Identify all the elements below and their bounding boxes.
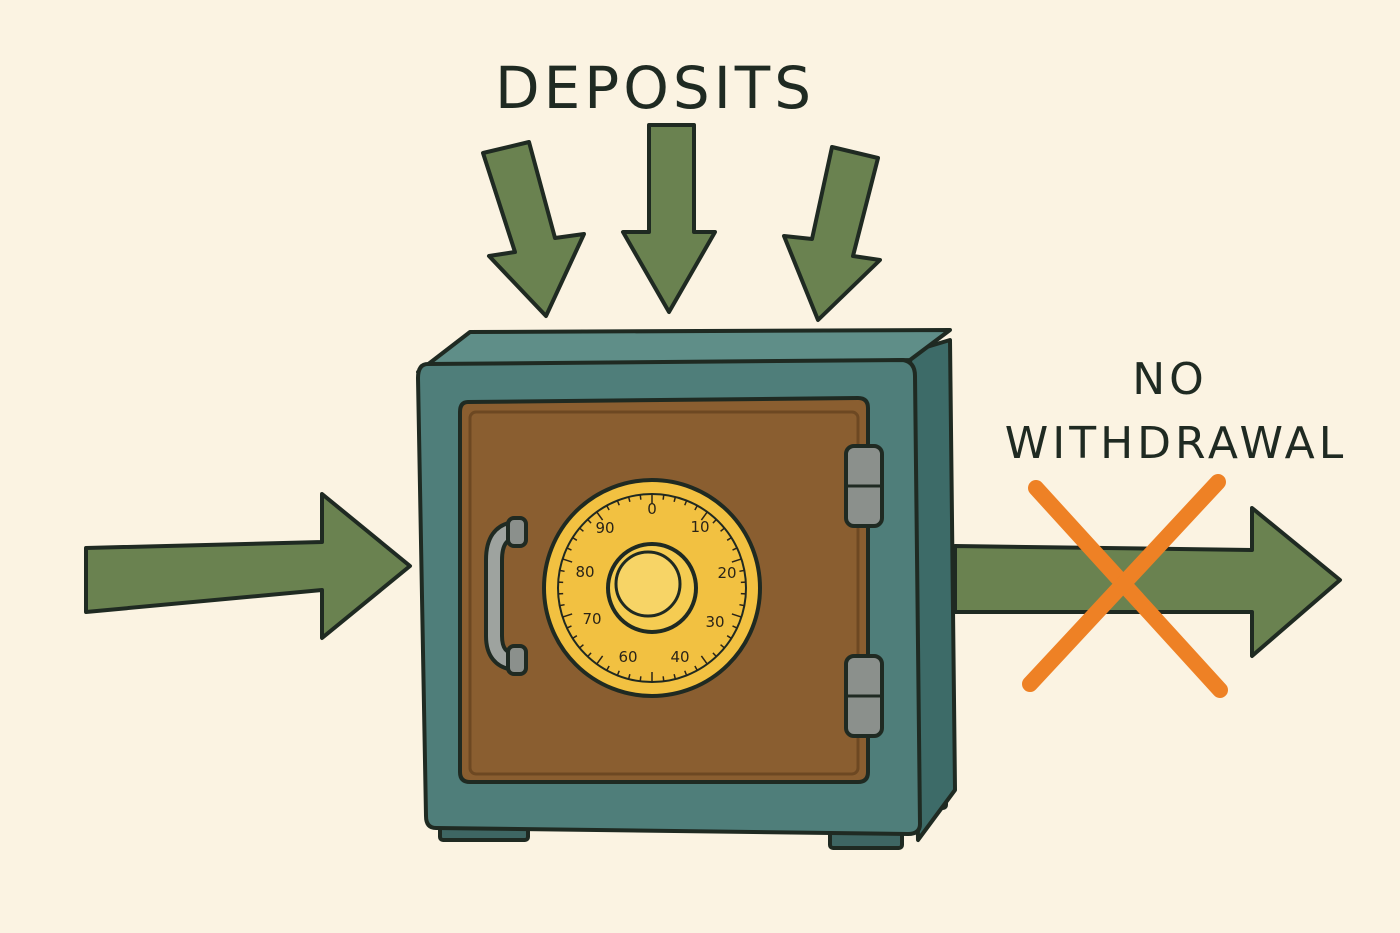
dial-tick bbox=[726, 536, 732, 541]
dial-number-0: 0 bbox=[647, 500, 657, 518]
withdrawal-label: WITHDRAWAL bbox=[1005, 418, 1348, 469]
safe-hinges bbox=[844, 444, 884, 738]
dial-tick bbox=[566, 547, 572, 551]
dial-tick bbox=[572, 635, 578, 640]
deposit-arrow-right-icon bbox=[782, 145, 882, 322]
deposit-arrows bbox=[481, 123, 882, 322]
dial-tick bbox=[720, 527, 725, 532]
dial-tick bbox=[572, 536, 578, 541]
dial-tick bbox=[596, 511, 604, 521]
dial-number-10: 10 bbox=[690, 518, 709, 536]
dial-knob-center bbox=[614, 550, 682, 618]
dial-tick bbox=[627, 674, 631, 680]
dial-number-40: 40 bbox=[670, 648, 689, 666]
dial-tick bbox=[684, 670, 688, 676]
dial-tick bbox=[673, 674, 677, 680]
safe-icon: 0 10 20 30 40 60 70 80 90 bbox=[416, 328, 957, 850]
safe-door-inner-edge bbox=[468, 410, 860, 776]
dial-tick bbox=[579, 527, 584, 532]
dial-tick bbox=[732, 547, 738, 551]
cross-mark-icon bbox=[1022, 474, 1228, 698]
dial-number-60: 60 bbox=[618, 648, 637, 666]
dial-tick bbox=[684, 500, 688, 506]
dial-tick bbox=[673, 496, 677, 502]
dial-number-90: 90 bbox=[595, 519, 614, 537]
dial-tick bbox=[606, 505, 610, 511]
door-handle-icon bbox=[484, 516, 528, 676]
dial-tick bbox=[627, 496, 631, 502]
dial-tick bbox=[587, 652, 592, 658]
dial-tick bbox=[559, 569, 565, 573]
deposit-arrow-left-icon bbox=[481, 140, 586, 318]
dial-tick bbox=[559, 603, 565, 607]
handle-mount-top bbox=[506, 516, 528, 548]
dial-tick bbox=[720, 644, 725, 649]
dial-tick bbox=[694, 505, 698, 511]
dial-tick bbox=[739, 603, 745, 607]
dial-tick bbox=[616, 670, 620, 676]
dial-tick bbox=[579, 644, 584, 649]
dial-tick bbox=[639, 494, 642, 500]
dial-tick bbox=[700, 655, 708, 665]
dial-ticks bbox=[558, 494, 746, 682]
dial-tick bbox=[566, 625, 572, 629]
dial-tick bbox=[662, 494, 665, 500]
dial-tick bbox=[596, 655, 604, 665]
dial-tick bbox=[712, 518, 717, 524]
dial-tick bbox=[616, 500, 620, 506]
no-label: NO bbox=[1132, 354, 1208, 405]
combination-dial-icon: 0 10 20 30 40 60 70 80 90 bbox=[542, 478, 762, 698]
dial-tick bbox=[700, 511, 708, 521]
dial-tick bbox=[731, 613, 742, 618]
handle-bar-fill bbox=[488, 524, 521, 668]
withdrawal-arrow-icon bbox=[953, 506, 1342, 658]
dial-tick bbox=[562, 558, 573, 563]
dial-number-20: 20 bbox=[717, 564, 736, 582]
dial-tick bbox=[732, 625, 738, 629]
dial-number-80: 80 bbox=[575, 563, 594, 581]
handle-mount-bottom bbox=[506, 644, 528, 676]
dial-tick bbox=[694, 665, 698, 671]
incoming-arrow-icon bbox=[84, 492, 412, 640]
deposit-arrow-center-icon bbox=[621, 123, 717, 314]
dial-tick bbox=[731, 558, 742, 563]
cross-stroke-b bbox=[1022, 474, 1226, 692]
dial-tick bbox=[726, 635, 732, 640]
dial-tick bbox=[712, 652, 717, 658]
dial-number-30: 30 bbox=[705, 613, 724, 631]
dial-tick bbox=[606, 665, 610, 671]
deposits-label: DEPOSITS bbox=[495, 54, 815, 122]
dial-tick bbox=[587, 518, 592, 524]
dial-tick bbox=[662, 676, 665, 682]
dial-tick bbox=[739, 569, 745, 573]
dial-tick bbox=[562, 613, 573, 618]
dial-number-70: 70 bbox=[582, 610, 601, 628]
dial-tick bbox=[639, 676, 642, 682]
